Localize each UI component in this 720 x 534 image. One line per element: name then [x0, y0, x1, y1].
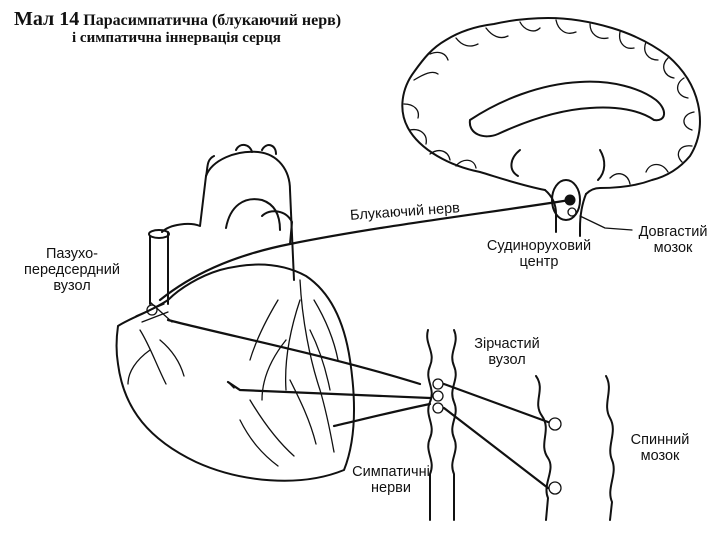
- label-medulla-line2: мозок: [653, 240, 693, 257]
- label-sympathetic-line1: Симпатичні: [352, 464, 430, 480]
- label-stellate-line1: Зірчастий: [474, 336, 540, 352]
- label-sympathetic-line2: нерви: [371, 480, 411, 497]
- figure-title: Парасимпатична (блукаючий нерв): [83, 12, 342, 29]
- heart-drawing: [115, 144, 355, 482]
- label-sa-node-line3: вузол: [53, 278, 91, 295]
- figure-subtitle: і симпатична іннервація серця: [72, 30, 281, 46]
- spinal-cord: [535, 375, 615, 521]
- label-vasomotor-center: Судинорухoвий центр: [454, 238, 624, 270]
- label-spinal-line1: Спинний: [630, 432, 690, 448]
- label-sa-node-line2: передсердний: [24, 262, 120, 279]
- label-medulla-line1: Довгастий: [638, 224, 708, 240]
- label-sa-node-line1: Пазухо-: [45, 246, 99, 262]
- label-spinal-line2: мозок: [640, 448, 680, 465]
- vagus-nerve: [158, 194, 633, 302]
- label-vasomotor-center-line2: центр: [519, 254, 559, 271]
- label-medulla: Довгастий мозок: [626, 224, 720, 256]
- label-vasomotor-center-line1: Судинорухoвий: [486, 238, 592, 254]
- label-sympathetic-nerves: Симпатичні нерви: [336, 464, 446, 496]
- sympathetic-nerves: [166, 318, 562, 495]
- label-stellate-line2: вузол: [488, 352, 526, 369]
- label-spinal-cord: Спинний мозок: [612, 432, 708, 464]
- sympathetic-chain: [426, 329, 457, 521]
- label-stellate-ganglion: Зірчастий вузол: [452, 336, 562, 368]
- label-sa-node: Пазухо- передсердний вузол: [2, 246, 142, 295]
- figure-number: Мал 14: [14, 8, 80, 30]
- figure-caption: Мал 14 Парасимпатична (блукаючий нерв): [14, 8, 341, 30]
